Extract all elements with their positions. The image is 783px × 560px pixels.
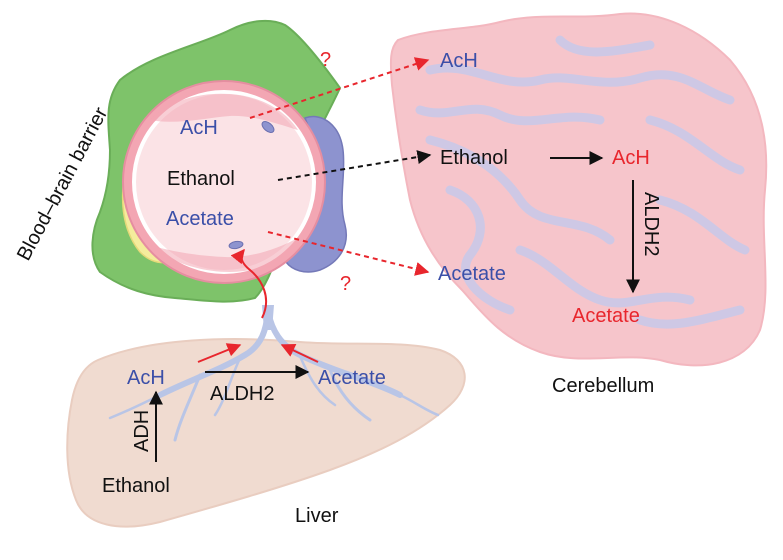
blood-brain-barrier — [91, 19, 347, 303]
nucleus-bottom — [228, 240, 244, 250]
arrow-ach-to-portal — [197, 343, 242, 363]
liver-acetate-label: Acetate — [318, 367, 386, 389]
cerebellum-shape — [389, 12, 768, 367]
arrow-acetate-to-brain — [267, 231, 430, 276]
liver-ach-label: AcH — [127, 367, 165, 389]
endothelium-top — [150, 93, 298, 130]
arrows — [149, 57, 640, 462]
brain-acetate-blue-label: Acetate — [438, 263, 506, 285]
cerebellum-label: Cerebellum — [552, 375, 654, 397]
liver-label: Liver — [295, 505, 339, 527]
nucleus-top — [261, 121, 275, 133]
arrow-liver-to-vessel — [230, 248, 268, 319]
question-mark-top: ? — [320, 49, 331, 71]
vessel-ethanol-label: Ethanol — [167, 168, 235, 190]
arrow-ethanol-to-brain — [277, 150, 432, 181]
vessel-acetate-label: Acetate — [166, 208, 234, 230]
portal-vein-trunk — [262, 305, 274, 330]
liver-adh-label: ADH — [131, 410, 153, 452]
arrow-acetate-to-portal — [280, 344, 319, 363]
endothelium-bottom — [150, 238, 298, 272]
brain-ach-label: AcH — [440, 50, 478, 72]
vessel-lumen — [132, 90, 316, 274]
cerebellum — [389, 12, 768, 367]
liver-ethanol-label: Ethanol — [102, 475, 170, 497]
brain-acetate-red-label: Acetate — [572, 305, 640, 327]
question-mark-bottom: ? — [340, 273, 351, 295]
liver — [66, 305, 466, 528]
brain-ethanol-label: Ethanol — [440, 147, 508, 169]
cerebellum-folia — [415, 35, 750, 329]
liver-shape — [66, 338, 466, 528]
vessel-ach-label: AcH — [180, 117, 218, 139]
brain-ach-red-label: AcH — [612, 147, 650, 169]
arrow-ach-to-brain — [249, 57, 430, 119]
brain-aldh2-label: ALDH2 — [640, 192, 662, 256]
liver-aldh2-label: ALDH2 — [210, 383, 274, 405]
